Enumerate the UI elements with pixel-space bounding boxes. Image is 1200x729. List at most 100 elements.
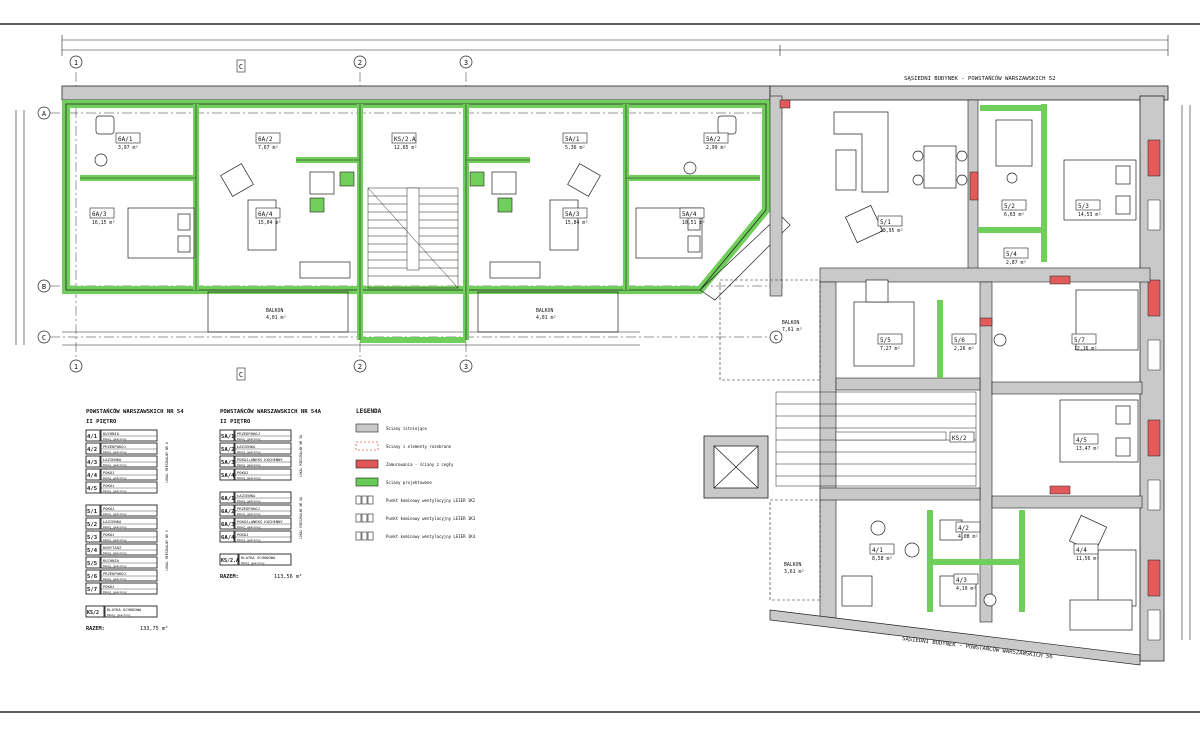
- legend-text: Punkt kominowy wentylacyjny LEIER 1K2: [386, 498, 476, 503]
- room-label: 4/34,19 m²: [953, 573, 979, 592]
- schedule-room-sub: Pokój gościnny: [103, 577, 127, 581]
- room-code: 4/3: [956, 577, 967, 584]
- balcony-name: BALKON: [266, 308, 283, 314]
- schedule-title: POWSTAŃCÓW WARSZAWSKICH NR 54A: [220, 407, 322, 415]
- schedule-room-sub: Pokój gościnny: [241, 561, 265, 565]
- legend-item: Ściany istniejące: [355, 423, 428, 433]
- svg-text:B: B: [42, 283, 46, 291]
- schedule-code: KS/2.A: [221, 558, 239, 564]
- legend-text: Punkt kominowy wentylacyjny LEIER 1K4: [386, 534, 476, 539]
- legend-item: Punkt kominowy wentylacyjny LEIER 1K4: [355, 531, 476, 541]
- schedule-code: 4/2: [87, 447, 97, 453]
- legend-item: Ściany projektowane: [355, 477, 432, 487]
- building-54: [703, 85, 1169, 666]
- room-label: 5A/15,36 m²: [562, 132, 588, 151]
- axis-bubble-top-3: 3: [459, 55, 473, 69]
- axis-bubble-top-1: 1: [69, 55, 83, 69]
- legend-swatch: [355, 441, 379, 451]
- room-area: 12,16 m²: [1074, 346, 1097, 352]
- schedule-room-name: POKÓJ: [103, 532, 114, 537]
- room-code: 6A/2: [258, 136, 273, 143]
- axis-bubble-left-a: A: [37, 106, 51, 120]
- chimneys-54a: [309, 171, 513, 213]
- legend-swatch: [355, 477, 379, 487]
- schedule-total-label: RAZEM:: [220, 574, 239, 580]
- svg-text:2: 2: [358, 59, 362, 67]
- schedule-code: 4/5: [87, 486, 97, 492]
- schedule-room-name: PRZEDPOKÓJ: [103, 571, 126, 576]
- balconies-54a: [207, 214, 791, 333]
- furniture-54: [833, 111, 1139, 631]
- room-area: 2,26 m²: [954, 346, 974, 352]
- schedule-code: 5/5: [87, 561, 97, 567]
- schedule-code: 5/6: [87, 574, 98, 580]
- room-label: 6A/415,04 m²: [255, 207, 281, 226]
- room-code: KS/2: [952, 435, 967, 442]
- room-label: 5A/22,99 m²: [703, 132, 729, 151]
- schedule-code: 6A/3: [221, 522, 234, 528]
- schedule-code: 5A/2: [221, 447, 234, 453]
- schedule-code: KS/2: [87, 610, 99, 616]
- schedule-floor: II PIĘTRO: [86, 419, 117, 425]
- schedule-code: 5A/1: [221, 434, 235, 440]
- axis-bubble-left-c: C: [37, 330, 51, 344]
- svg-text:3: 3: [464, 363, 468, 371]
- room-code: 5/5: [880, 337, 891, 344]
- schedule-room-name: PRZEDPOKÓJ: [103, 444, 126, 449]
- schedule-room-name: POKÓJ: [103, 483, 114, 488]
- room-label: 4/18,58 m²: [869, 543, 895, 562]
- room-label: 5/42,87 m²: [1003, 247, 1029, 266]
- schedule-title: POWSTAŃCÓW WARSZAWSKICH NR 54: [86, 407, 184, 415]
- neighbor-building-top: SĄSIEDNI BUDYNEK - POWSTAŃCÓW WARSZAWSKI…: [904, 75, 1056, 82]
- legend-item: Punkt kominowy wentylacyjny LEIER 1K3: [355, 513, 476, 523]
- balcony-54: [719, 279, 821, 601]
- schedule-room-sub: Pokój gościnny: [237, 450, 261, 454]
- legend-text: Zamurowania - ściany z cegły: [386, 462, 454, 467]
- legend-item: Punkt kominowy wentylacyjny LEIER 1K2: [355, 495, 476, 505]
- legend-swatch: [355, 513, 374, 523]
- section-mark-bottom: C: [236, 367, 246, 381]
- schedule-room-sub: Pokój gościnny: [237, 463, 261, 467]
- schedule-code: 4/4: [87, 473, 98, 479]
- schedule-room-sub: Pokój gościnny: [237, 538, 261, 542]
- schedule-room-name: POKÓJ+ANEKS KUCHENNY: [237, 457, 283, 462]
- balcony-area: 4,01 m²: [536, 315, 556, 321]
- room-area: 8,58 m²: [872, 556, 892, 562]
- room-label: KS/2.A12,65 m²: [391, 132, 417, 151]
- dimension-lines: [15, 35, 1191, 640]
- room-code: 5/3: [1078, 203, 1089, 210]
- room-area: 12,65 m²: [394, 145, 417, 151]
- schedule-room-name: PRZEDPOKÓJ: [237, 431, 260, 436]
- schedule-room-sub: Pokój gościnny: [237, 512, 261, 516]
- schedule-room-name: KLATKA SCHODOWA: [107, 607, 142, 612]
- schedule-room-name: KLATKA SCHODOWA: [241, 555, 276, 560]
- schedule-room-sub: Pokój gościnny: [103, 463, 127, 467]
- room-code: 4/5: [1076, 437, 1087, 444]
- legend-swatch: [355, 531, 374, 541]
- schedule-room-sub: Pokój gościnny: [237, 525, 261, 529]
- schedule-room-sub: Pokój gościnny: [237, 499, 261, 503]
- schedule-code: 5A/3: [221, 460, 234, 466]
- room-code: 5/1: [880, 219, 891, 226]
- room-schedule-nr-54: POWSTAŃCÓW WARSZAWSKICH NR 54 II PIĘTRO …: [85, 407, 184, 632]
- schedule-room-name: POKÓJ+ANEKS KUCHENNY: [237, 519, 283, 524]
- room-label: 4/411,56 m²: [1073, 543, 1099, 562]
- schedule-room-name: PRZEDPOKÓJ: [237, 506, 260, 511]
- schedule-floor: II PIĘTRO: [220, 419, 251, 425]
